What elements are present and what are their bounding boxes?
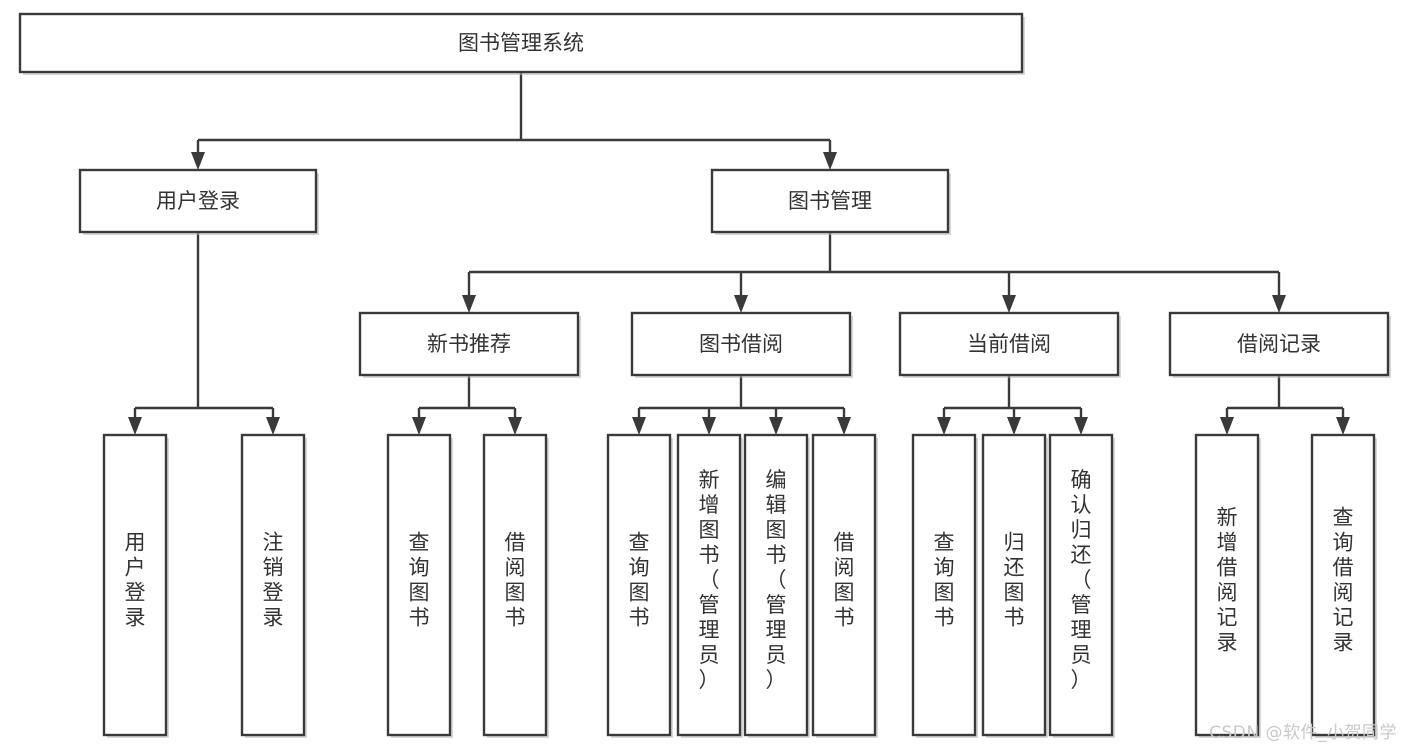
node-rect bbox=[18, 12, 1024, 74]
node-borrow-record[interactable]: 借阅记录 bbox=[1168, 311, 1391, 378]
arrow-head bbox=[1220, 417, 1234, 435]
arrow-head bbox=[128, 417, 142, 435]
node-label: 新书推荐 bbox=[427, 332, 511, 356]
node-leaf-add-book[interactable]: 新增图书（管理员） bbox=[676, 433, 743, 738]
node-label: 新增借阅记录 bbox=[1217, 506, 1238, 655]
node-rect bbox=[1168, 311, 1390, 377]
arrow-head bbox=[837, 417, 851, 435]
node-rect bbox=[1310, 433, 1376, 737]
node-rect bbox=[981, 433, 1047, 737]
arrow-head bbox=[1074, 417, 1088, 435]
node-leaf-edit-book[interactable]: 编辑图书（管理员） bbox=[743, 433, 810, 738]
arrow-head bbox=[1007, 417, 1021, 435]
node-rect bbox=[1194, 433, 1260, 737]
arrow-head bbox=[734, 295, 748, 313]
node-leaf-borrow-book-1[interactable]: 借阅图书 bbox=[482, 433, 549, 738]
node-book-management[interactable]: 图书管理 bbox=[710, 168, 951, 235]
node-user-login[interactable]: 用户登录 bbox=[78, 168, 319, 235]
node-label: 用户登录 bbox=[125, 531, 146, 630]
node-leaf-query-book-1[interactable]: 查询图书 bbox=[386, 433, 453, 738]
node-new-book-recommend[interactable]: 新书推荐 bbox=[358, 311, 581, 378]
node-label: 借阅图书 bbox=[505, 531, 526, 630]
node-label: 查询图书 bbox=[409, 531, 430, 630]
node-root[interactable]: 图书管理系统 bbox=[18, 12, 1025, 75]
node-leaf-add-borrow-record[interactable]: 新增借阅记录 bbox=[1194, 433, 1261, 738]
connector-layer bbox=[128, 72, 1350, 435]
node-label: 图书借阅 bbox=[699, 332, 783, 356]
node-rect bbox=[630, 311, 852, 377]
node-rect bbox=[102, 433, 168, 737]
node-label: 归还图书 bbox=[1004, 531, 1025, 630]
node-rect bbox=[606, 433, 672, 737]
arrow-head bbox=[462, 295, 476, 313]
node-leaf-return-book[interactable]: 归还图书 bbox=[981, 433, 1048, 738]
node-book-borrow[interactable]: 图书借阅 bbox=[630, 311, 853, 378]
node-leaf-user-login[interactable]: 用户登录 bbox=[102, 433, 169, 738]
node-rect bbox=[482, 433, 548, 737]
node-rect bbox=[1048, 433, 1114, 737]
node-rect bbox=[676, 433, 742, 737]
node-label: 确认归还（管理员） bbox=[1071, 468, 1092, 692]
node-leaf-confirm-return[interactable]: 确认归还（管理员） bbox=[1048, 433, 1115, 738]
arrow-head bbox=[1272, 295, 1286, 313]
arrow-head bbox=[632, 417, 646, 435]
csdn-watermark: CSDN @软件_小贺同学 bbox=[1209, 723, 1397, 743]
node-rect bbox=[743, 433, 809, 737]
node-current-borrow[interactable]: 当前借阅 bbox=[898, 311, 1121, 378]
node-rect bbox=[358, 311, 580, 377]
node-rect bbox=[898, 311, 1120, 377]
arrow-head bbox=[1002, 295, 1016, 313]
arrow-head bbox=[769, 417, 783, 435]
node-leaf-borrow-book-2[interactable]: 借阅图书 bbox=[811, 433, 878, 738]
node-rect bbox=[386, 433, 452, 737]
arrow-head bbox=[266, 417, 280, 435]
node-label: 借阅记录 bbox=[1237, 332, 1321, 356]
node-label: 用户登录 bbox=[156, 189, 240, 213]
arrow-head bbox=[1336, 417, 1350, 435]
node-label: 图书管理 bbox=[788, 189, 872, 213]
node-rect bbox=[240, 433, 306, 737]
node-rect bbox=[911, 433, 977, 737]
node-label: 查询图书 bbox=[629, 531, 650, 630]
arrow-head bbox=[191, 152, 205, 170]
node-label: 新增图书（管理员） bbox=[699, 468, 720, 692]
node-rect bbox=[78, 168, 318, 234]
node-rect bbox=[710, 168, 950, 234]
node-label: 图书管理系统 bbox=[458, 31, 584, 55]
node-leaf-user-logout[interactable]: 注销登录 bbox=[240, 433, 307, 738]
arrow-head bbox=[937, 417, 951, 435]
node-label: 查询图书 bbox=[934, 531, 955, 630]
arrow-head bbox=[823, 152, 837, 170]
arrow-head bbox=[412, 417, 426, 435]
node-label: 查询借阅记录 bbox=[1333, 506, 1354, 655]
node-label: 借阅图书 bbox=[834, 531, 855, 630]
node-layer: 图书管理系统用户登录图书管理新书推荐图书借阅当前借阅借阅记录用户登录注销登录查询… bbox=[18, 12, 1391, 738]
node-leaf-query-book-3[interactable]: 查询图书 bbox=[911, 433, 978, 738]
node-label: 当前借阅 bbox=[967, 332, 1051, 356]
arrow-head bbox=[702, 417, 716, 435]
node-label: 编辑图书（管理员） bbox=[766, 468, 787, 692]
node-leaf-query-borrow-record[interactable]: 查询借阅记录 bbox=[1310, 433, 1377, 738]
node-leaf-query-book-2[interactable]: 查询图书 bbox=[606, 433, 673, 738]
node-rect bbox=[811, 433, 877, 737]
node-label: 注销登录 bbox=[263, 531, 284, 630]
arrow-head bbox=[508, 417, 522, 435]
